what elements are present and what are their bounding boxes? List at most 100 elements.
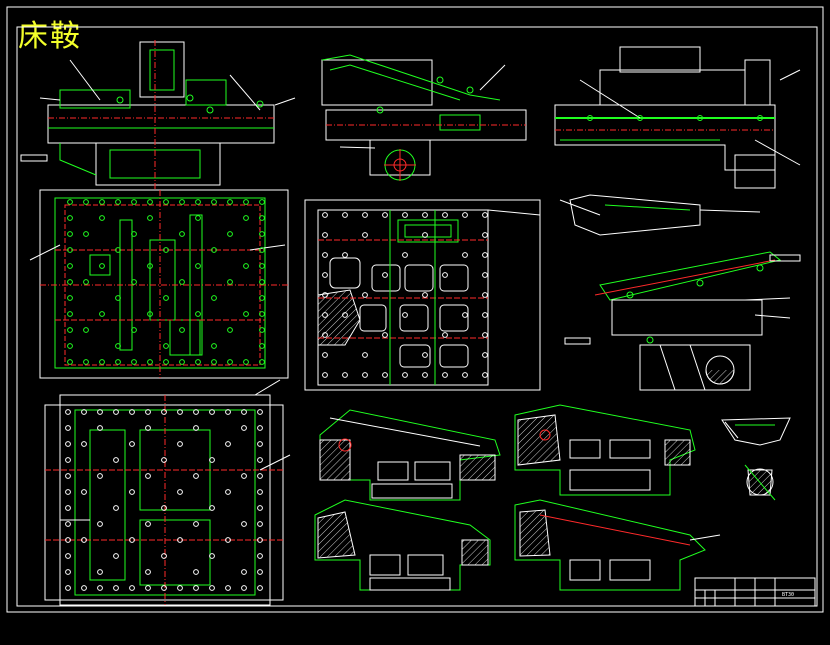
bolt-hole	[241, 521, 247, 527]
bolt-hole	[147, 359, 153, 365]
bolt-hole	[195, 311, 201, 317]
bolt-hole	[193, 569, 199, 575]
bolt-hole	[65, 537, 71, 543]
bolt-hole	[113, 585, 119, 591]
bolt-hole	[259, 247, 265, 253]
bolt-hole	[179, 327, 185, 333]
bolt-hole	[209, 457, 215, 463]
bolt-hole	[147, 311, 153, 317]
bolt-hole	[382, 332, 388, 338]
bolt-hole	[257, 409, 263, 415]
bolt-hole	[257, 585, 263, 591]
bolt-hole	[145, 521, 151, 527]
bolt-hole	[67, 247, 73, 253]
bolt-hole	[67, 295, 73, 301]
bolt-hole	[193, 521, 199, 527]
bolt-hole	[259, 215, 265, 221]
bolt-hole	[382, 272, 388, 278]
bolt-hole	[209, 505, 215, 511]
bolt-hole	[193, 585, 199, 591]
bolt-hole	[67, 263, 73, 269]
bolt-hole	[422, 232, 428, 238]
bolt-hole	[209, 553, 215, 559]
bolt-hole	[322, 312, 328, 318]
bolt-hole	[97, 473, 103, 479]
bolt-hole	[227, 199, 233, 205]
bolt-hole	[362, 212, 368, 218]
bolt-hole	[257, 425, 263, 431]
bolt-hole	[65, 553, 71, 559]
bolt-hole	[113, 457, 119, 463]
bolt-hole	[145, 569, 151, 575]
bolt-hole	[243, 359, 249, 365]
bolt-hole	[195, 263, 201, 269]
bolt-hole	[131, 279, 137, 285]
bolt-hole	[482, 352, 488, 358]
bolt-hole	[402, 312, 408, 318]
bolt-hole	[257, 569, 263, 575]
bolt-hole	[145, 425, 151, 431]
bolt-hole	[67, 199, 73, 205]
bolt-hole	[482, 312, 488, 318]
bolt-hole	[163, 295, 169, 301]
title-block	[694, 577, 816, 607]
bolt-hole	[179, 359, 185, 365]
bolt-hole	[241, 585, 247, 591]
bolt-hole	[65, 473, 71, 479]
bolt-hole	[163, 247, 169, 253]
bolt-hole	[81, 585, 87, 591]
bolt-hole	[482, 252, 488, 258]
bolt-hole	[257, 473, 263, 479]
bolt-hole	[241, 409, 247, 415]
bolt-hole	[225, 441, 231, 447]
drawing-number: BT30	[782, 592, 794, 598]
detail-view-clamp	[744, 464, 776, 501]
bolt-hole	[147, 263, 153, 269]
bolt-hole	[179, 231, 185, 237]
bolt-hole	[65, 505, 71, 511]
bolt-hole	[97, 521, 103, 527]
bolt-hole	[65, 441, 71, 447]
bolt-hole	[422, 292, 428, 298]
bolt-hole	[482, 212, 488, 218]
bolt-hole	[163, 199, 169, 205]
bolt-hole	[177, 409, 183, 415]
bolt-hole	[129, 489, 135, 495]
bolt-hole	[211, 247, 217, 253]
view-top-section	[321, 54, 527, 181]
bolt-hole	[99, 359, 105, 365]
bolt-hole	[362, 352, 368, 358]
bolt-hole	[227, 231, 233, 237]
bolt-hole	[227, 327, 233, 333]
section-view-b	[514, 404, 696, 496]
bolt-hole	[113, 409, 119, 415]
bolt-hole	[113, 505, 119, 511]
bolt-hole	[259, 359, 265, 365]
bolt-hole	[225, 537, 231, 543]
bolt-hole	[462, 312, 468, 318]
bolt-hole	[161, 505, 167, 511]
bolt-hole	[195, 359, 201, 365]
bolt-hole	[211, 359, 217, 365]
bolt-hole	[462, 372, 468, 378]
bolt-hole	[402, 372, 408, 378]
bolt-hole	[113, 553, 119, 559]
bolt-hole	[67, 327, 73, 333]
bolt-hole	[83, 199, 89, 205]
bolt-hole	[99, 263, 105, 269]
bolt-hole	[65, 409, 71, 415]
bolt-hole	[131, 359, 137, 365]
bolt-hole	[322, 272, 328, 278]
bolt-hole	[257, 441, 263, 447]
bolt-hole	[129, 441, 135, 447]
view-plan-left	[29, 189, 289, 379]
hole-pattern-plan-bottom	[65, 409, 263, 591]
bolt-hole	[442, 372, 448, 378]
bolt-hole	[259, 279, 265, 285]
bolt-hole	[422, 212, 428, 218]
bolt-hole	[382, 212, 388, 218]
bolt-hole	[99, 215, 105, 221]
bolt-hole	[115, 359, 121, 365]
bolt-hole	[257, 505, 263, 511]
bolt-hole	[83, 359, 89, 365]
